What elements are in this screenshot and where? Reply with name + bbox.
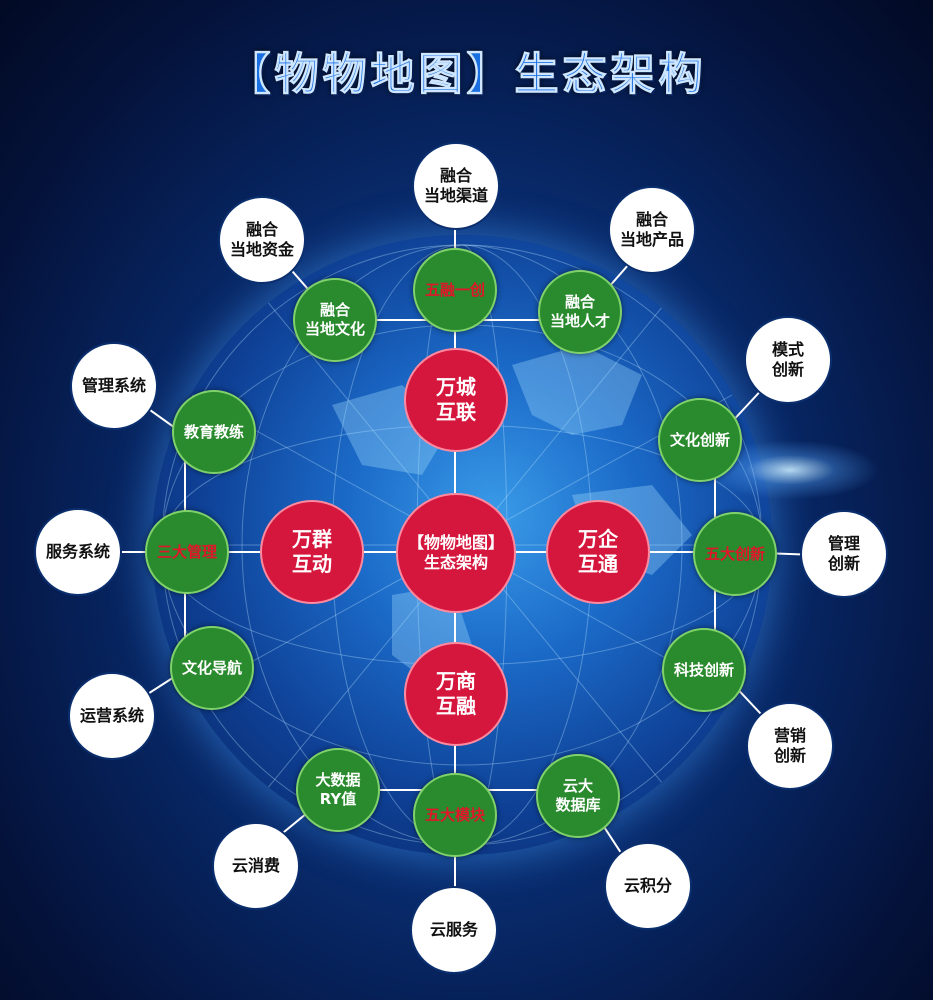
page-title: 【物物地图】生态架构: [226, 49, 707, 101]
green-node-top-left: 融合当地文化: [293, 278, 377, 362]
red-node-bottom: 万商互融: [404, 642, 508, 746]
outer-node-top-left: 融合当地资金: [218, 196, 306, 284]
green-node-right: 五大创新: [693, 512, 777, 596]
outer-node-bottom: 云服务: [410, 886, 498, 974]
green-node-right-lower: 科技创新: [662, 628, 746, 712]
green-node-bottom: 五大模块: [413, 773, 497, 857]
green-node-bottom-right: 云大数据库: [536, 754, 620, 838]
outer-node-top: 融合当地渠道: [412, 142, 500, 230]
outer-node-right: 管理创新: [800, 510, 888, 598]
green-node-left-upper: 教育教练: [172, 390, 256, 474]
green-node-top: 五融一创: [413, 248, 497, 332]
outer-node-top-right: 融合当地产品: [608, 186, 696, 274]
green-node-left-lower: 文化导航: [170, 626, 254, 710]
outer-node-right-lower: 营销创新: [746, 702, 834, 790]
red-node-top: 万城互联: [404, 348, 508, 452]
green-node-left: 三大管理: [145, 510, 229, 594]
outer-node-left-lower: 运营系统: [68, 672, 156, 760]
green-node-right-upper: 文化创新: [658, 398, 742, 482]
outer-node-bottom-left: 云消费: [212, 822, 300, 910]
red-node-right: 万企互通: [546, 500, 650, 604]
outer-node-left: 服务系统: [34, 508, 122, 596]
center-node: 【物物地图】生态架构: [396, 493, 516, 613]
outer-node-bottom-right: 云积分: [604, 842, 692, 930]
red-node-left: 万群互动: [260, 500, 364, 604]
green-node-top-right: 融合当地人才: [538, 270, 622, 354]
outer-node-left-upper: 管理系统: [70, 342, 158, 430]
outer-node-right-upper: 模式创新: [744, 316, 832, 404]
